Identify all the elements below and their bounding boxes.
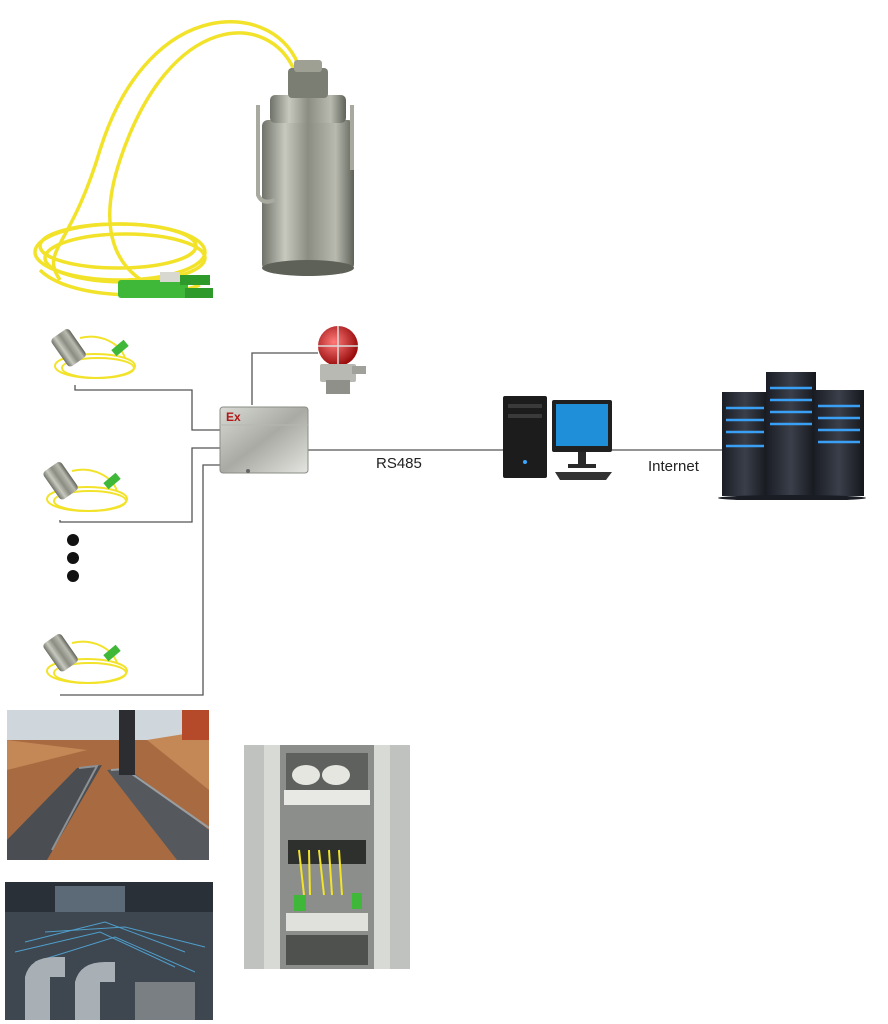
- small-fiber-sensor-icon: [43, 462, 128, 512]
- monitoring-cabinet-photo: [244, 745, 410, 969]
- explosion-proof-junction-box-icon: Ex: [218, 405, 310, 475]
- industrial-site-photo: [5, 882, 213, 1020]
- small-fiber-sensor-icon: [51, 329, 136, 379]
- small-fiber-sensor-icon: [43, 634, 128, 684]
- server-cluster-icon: [718, 372, 866, 500]
- pipeline-trench-photo: [7, 710, 209, 860]
- ex-mark: Ex: [226, 410, 241, 424]
- rs485-label: RS485: [376, 455, 422, 472]
- internet-label: Internet: [648, 458, 699, 475]
- alarm-beacon-icon: [318, 326, 366, 394]
- desktop-computer-icon: [503, 396, 612, 480]
- vertical-ellipsis-icon: [67, 534, 79, 582]
